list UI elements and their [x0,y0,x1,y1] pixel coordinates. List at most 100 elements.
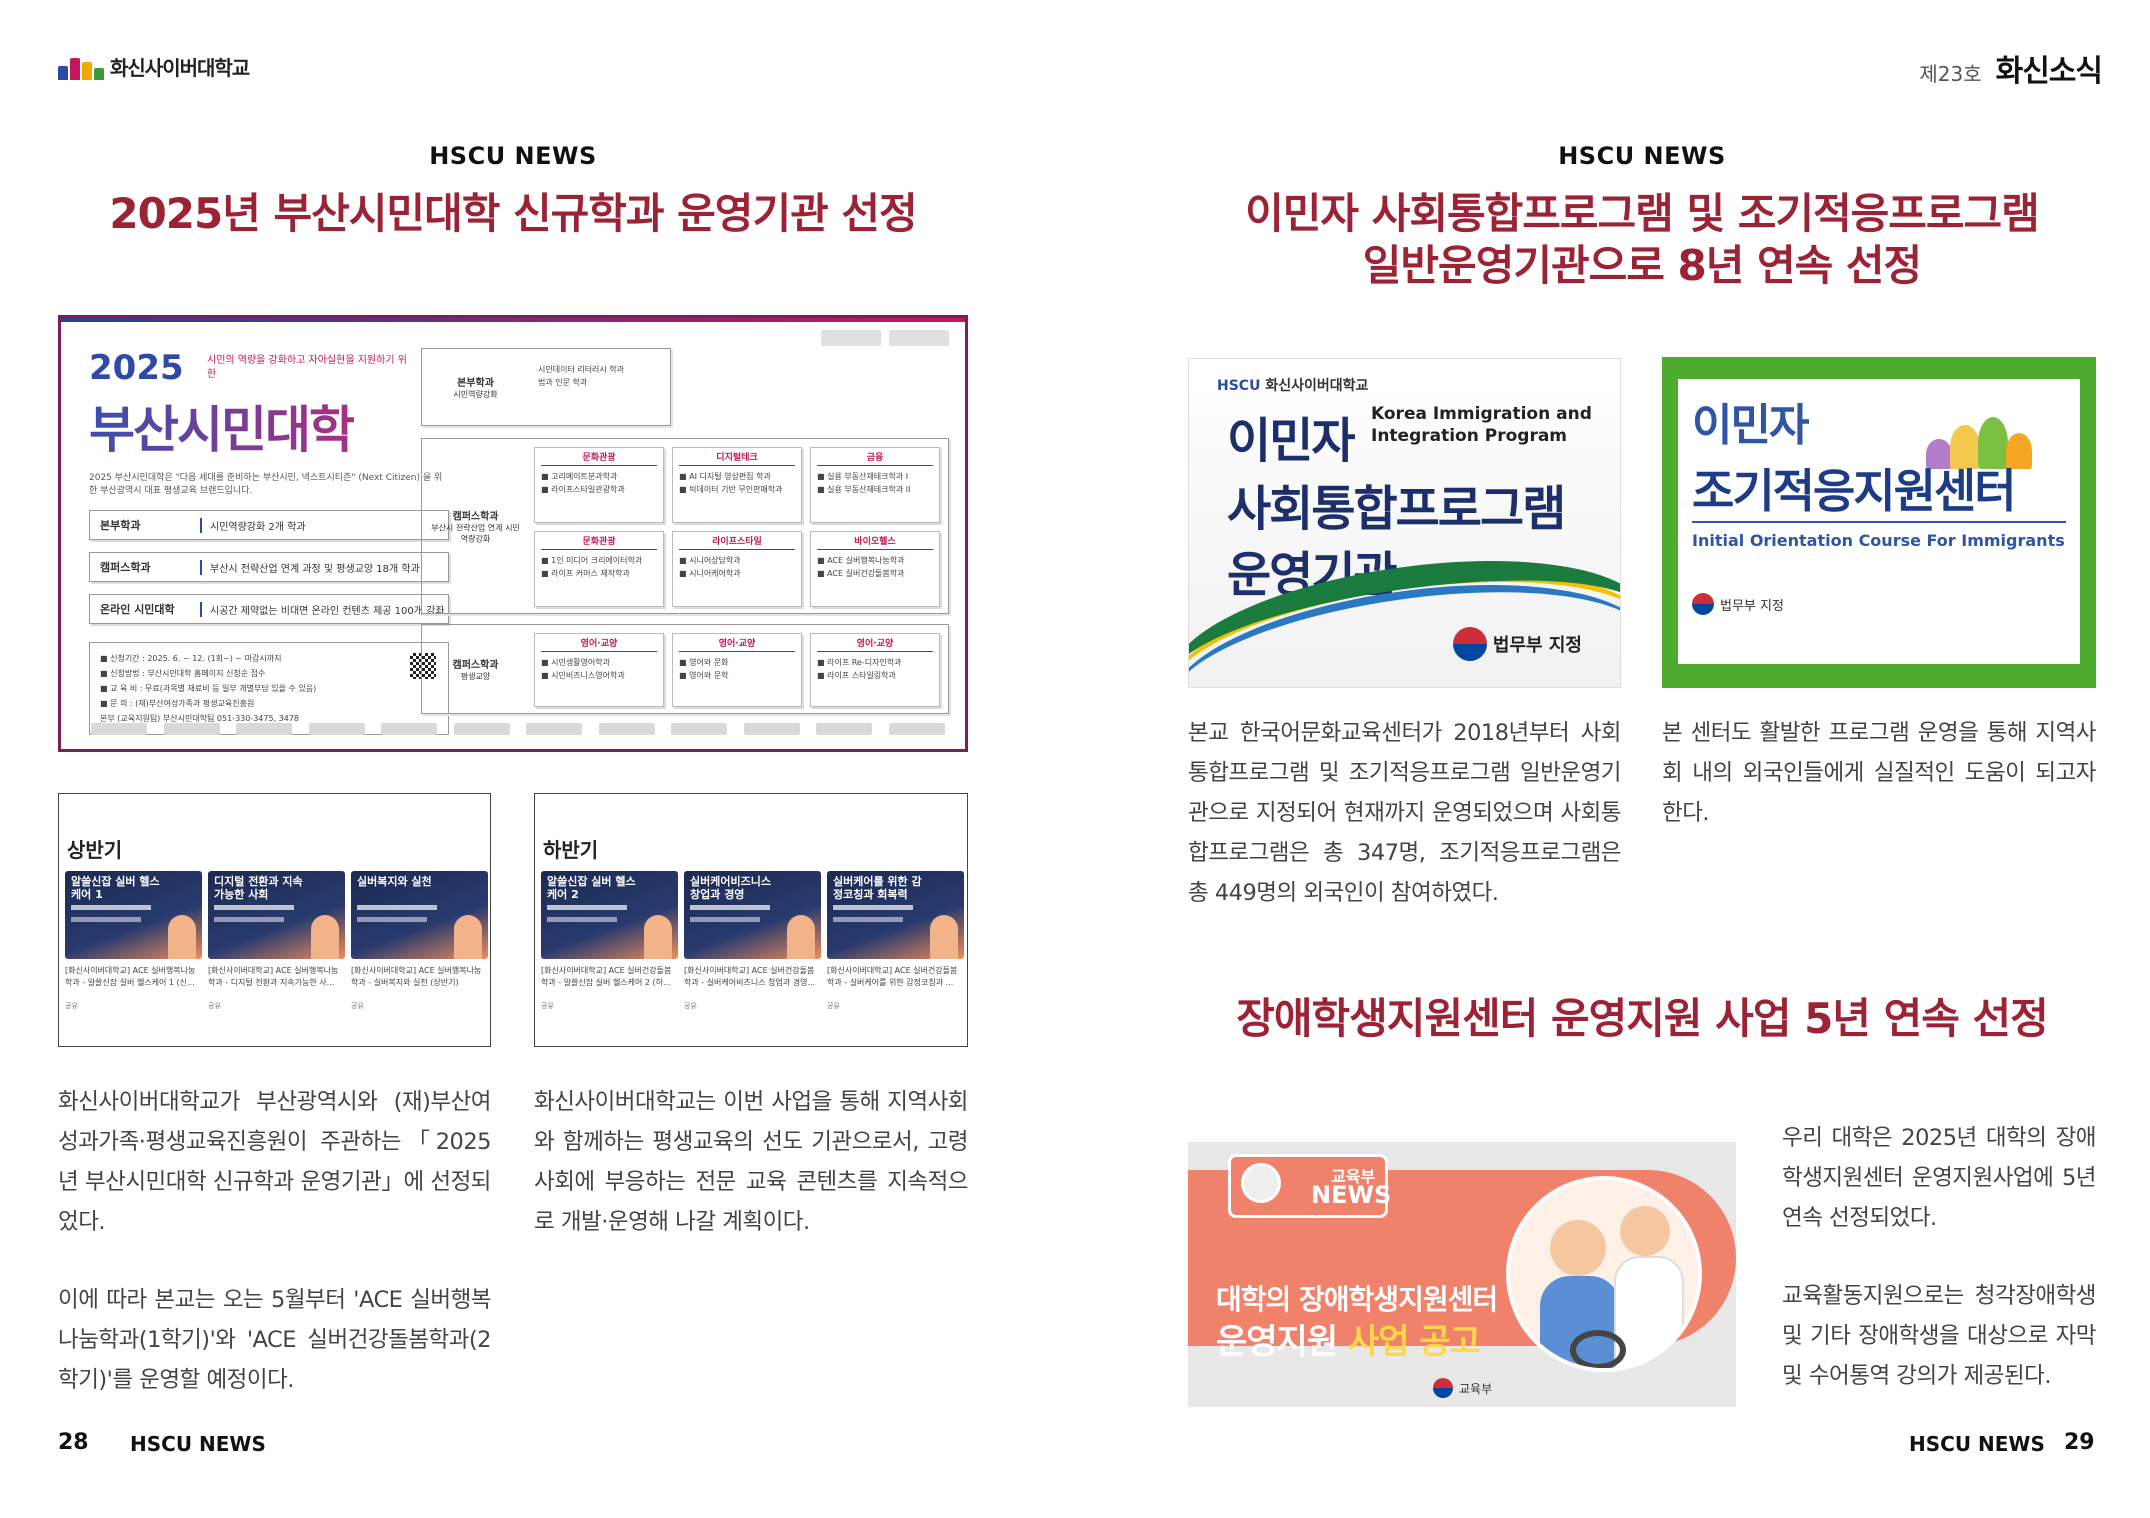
video-card-list: 알쓸신잡 실버 헬스케어 1 [화신사이버대학교] ACE 실버행복나눔학과 -… [65,871,488,1011]
poster-cell: 영어·교양■ 라이프 Re-디자인학과■ 라이프 스타일링학과 [810,633,940,707]
person-icon [168,915,196,959]
video-share-label[interactable]: 공유 [208,1002,221,1010]
sign-ministry-mark: 법무부 지정 [1692,593,1784,615]
badge-news-text: NEWS [1311,1181,1392,1209]
taegeuk-icon [1692,593,1714,615]
video-thumbnail[interactable]: 알쓸신잡 실버 헬스케어 1 [65,871,202,959]
busan-citizen-university-poster: 2025 시민의 역량을 강화하고 자아실현을 지원하기 위한 부산시민대학 2… [58,315,968,752]
poster-info-line: ■ 문 의 : (재)부산여성가족과 평생교육진흥원 [100,699,255,708]
left-paragraph-2: 이에 따라 본교는 오는 5월부터 'ACE 실버행복나눔학과(1학기)'와 '… [58,1287,492,1393]
banner-line-1: 대학의 장애학생지원센터 [1216,1283,1498,1316]
right-headline-3: 장애학생지원센터 운영지원 사업 5년 연속 선정 [1236,994,2049,1043]
person-icon [311,915,339,959]
person-icon [930,915,958,959]
video-share-label[interactable]: 공유 [827,1002,840,1010]
poster-row-label: 캠퍼스학과 [100,561,151,574]
video-share-label[interactable]: 공유 [351,1002,364,1010]
poster-partner-logos [91,723,945,735]
poster-info-box: ■ 신청기간 : 2025. 6. ~ 12. (1회~) ~ 마감시까지 ■ … [89,642,449,735]
poster-cell: 라이프스타일■ 시니어상담학과■ 시니어케어학과 [672,531,802,607]
poster-info-line: ■ 신청방법 : 부산시민대학 홈페이지 신청순 접수 [100,669,266,678]
video-share-label[interactable]: 공유 [541,1002,554,1010]
logo-mark-icon [58,54,104,80]
poster-info-line: ■ 교 육 비 : 무료(과목별 재료비 등 일부 개별부담 있을 수 있음) [100,684,317,693]
left-headline: 2025년 부산시민대학 신규학과 운영기관 선정 [109,189,917,238]
video-card[interactable]: 실버복지와 실천 [화신사이버대학교] ACE 실버행복나눔학과 - 실버복지와… [351,871,488,1011]
video-card[interactable]: 알쓸신잡 실버 헬스케어 2 [화신사이버대학교] ACE 실버건강돌봄학과 -… [541,871,678,1011]
poster-cell: 문화관광■ 1인 미디어 크리에이터학과■ 라이프 커머스 제작학과 [534,531,664,607]
sign-line-2: 사회통합프로그램 [1227,481,1566,537]
issue-title: 화신소식 [1995,54,2103,89]
right-paragraph-3: 우리 대학은 2025년 대학의 장애학생지원센터 운영지원사업에 5년 연속 … [1782,1125,2097,1231]
left-paragraph-3: 화신사이버대학교는 이번 사업을 통해 지역사회와 함께하는 평생교육의 선도 … [534,1089,969,1235]
video-share-label[interactable]: 공유 [65,1002,78,1010]
sign-line-1: 이민자 [1227,413,1355,469]
video-thumbnail[interactable]: 실버케어비즈니스 창업과 경영 [684,871,821,959]
poster-info-line: 본부 (교육지원팀) 부산시민대학팀 051-330-3475, 3478 [100,714,300,723]
poster-year: 2025 [89,348,184,388]
people-icon [1926,409,2036,469]
sign-english: Initial Orientation Course For Immigrant… [1692,531,2065,550]
banner-orange-panel: 교육부 NEWS 대학의 장애학생지원센터 운영지원 사업 공고 [1188,1154,1736,1372]
video-thumbnail[interactable]: 알쓸신잡 실버 헬스케어 2 [541,871,678,959]
qr-code-icon [410,653,436,679]
video-thumbnail-title: 실버복지와 실천 [357,875,432,888]
video-thumbnail[interactable]: 실버케어를 위한 감정코칭과 회복력 [827,871,964,959]
video-card[interactable]: 디지털 전환과 지속가능한 사회 [화신사이버대학교] ACE 실버행복나눔학과… [208,871,345,1011]
page-number-right: 29 [2064,1430,2095,1455]
video-card[interactable]: 실버케어를 위한 감정코칭과 회복력 [화신사이버대학교] ACE 실버건강돌봄… [827,871,964,1011]
school-logo: 화신사이버대학교 [58,52,250,81]
right-kicker: HSCU NEWS [1558,142,1726,170]
poster-info-line: ■ 신청기간 : 2025. 6. ~ 12. (1회~) ~ 마감시까지 [100,654,282,663]
early-adaptation-center-sign-photo: 이민자 조기적응지원센터 Initial Orientation Course … [1662,357,2096,688]
logo-text: 화신사이버대학교 [110,56,250,80]
sign-divider [1692,521,2066,523]
poster-description: 2025 부산시민대학은 "다음 세대를 준비하는 부산시민, 넥스트시티즌" … [89,473,443,496]
video-thumbnail[interactable]: 실버복지와 실천 [351,871,488,959]
right-paragraph-1: 본교 한국어문화교육센터가 2018년부터 사회통합프로그램 및 조기적응프로그… [1188,720,1622,906]
right-paragraph-4: 교육활동지원으로는 청각장애학생 및 기타 장애학생을 대상으로 자막 및 수어… [1782,1283,2097,1389]
banner-footer: 교육부 [1433,1378,1492,1398]
poster-row-label: 본부학과 [100,519,141,532]
person-icon [454,915,482,959]
video-caption[interactable]: [화신사이버대학교] ACE 실버건강돌봄학과 - 실버케어비즈니스 창업과 경… [684,966,816,987]
video-caption[interactable]: [화신사이버대학교] ACE 실버행복나눔학과 - 알쓸신잡 실버 헬스케어 1… [65,966,196,987]
poster-left-panel: 2025 시민의 역량을 강화하고 자아실현을 지원하기 위한 부산시민대학 2… [89,348,449,735]
taegeuk-icon [1433,1378,1453,1398]
person-icon [644,915,672,959]
badge-small-text: 교육부 [1331,1167,1376,1186]
video-caption[interactable]: [화신사이버대학교] ACE 실버건강돌봄학과 - 실버케어를 위한 감정코칭과… [827,966,958,987]
poster-row-text: 시공간 제약없는 비대면 온라인 컨텐츠 제공 100개 강좌 [200,601,445,617]
video-thumbnail-title: 실버케어를 위한 감정코칭과 회복력 [833,875,922,901]
video-share-label[interactable]: 공유 [684,1002,697,1010]
poster-row: 온라인 시민대학 시공간 제약없는 비대면 온라인 컨텐츠 제공 100개 강좌 [89,594,449,624]
video-thumbnail-title: 디지털 전환과 지속가능한 사회 [214,875,303,901]
video-card[interactable]: 실버케어비즈니스 창업과 경영 [화신사이버대학교] ACE 실버건강돌봄학과 … [684,871,821,1011]
video-thumbnail-title: 실버케어비즈니스 창업과 경영 [690,875,771,901]
poster-row: 캠퍼스학과 부산시 전략산업 연계 과정 및 평생교양 18개 학과 [89,552,449,582]
page-number-left: 28 [58,1430,89,1455]
issue-header: 제23호 화신소식 [1919,46,2103,90]
right-headline-2: 일반운영기관으로 8년 연속 선정 [1362,241,1922,290]
issue-number: 제23호 [1919,62,1982,86]
social-integration-program-sign-photo: HSCU 화신사이버대학교 이민자 Korea Immigration and … [1188,358,1621,688]
right-paragraph-2: 본 센터도 활발한 프로그램 운영을 통해 지역사회 내의 외국인들에게 실질적… [1662,720,2097,826]
poster-cell: 문화관광■ 고리메이트분과학과■ 라이프스타일관광학과 [534,447,664,523]
video-caption[interactable]: [화신사이버대학교] ACE 실버행복나눔학과 - 디지털 전환과 지속가능한 … [208,966,339,987]
video-card[interactable]: 알쓸신잡 실버 헬스케어 1 [화신사이버대학교] ACE 실버행복나눔학과 -… [65,871,202,1011]
video-thumbnail[interactable]: 디지털 전환과 지속가능한 사회 [208,871,345,959]
video-caption[interactable]: [화신사이버대학교] ACE 실버행복나눔학과 - 실버복지와 실천 (상반기) [351,966,482,987]
first-half-title: 상반기 [67,838,123,862]
video-caption[interactable]: [화신사이버대학교] ACE 실버건강돌봄학과 - 알쓸신잡 실버 헬스케어 2… [541,966,672,987]
poster-cell: 금융■ 실용 부동산재테크학과 I■ 실용 부동산재테크학과 II [810,447,940,523]
sign-line-1: 이민자 [1692,400,1809,451]
sign-logo: HSCU 화신사이버대학교 [1217,378,1369,394]
second-half-video-box: 하반기 알쓸신잡 실버 헬스케어 2 [화신사이버대학교] ACE 실버건강돌봄… [534,793,968,1047]
video-thumbnail-title: 알쓸신잡 실버 헬스케어 2 [547,875,636,901]
poster-row-label: 온라인 시민대학 [100,603,175,616]
poster-row-text: 부산시 전략산업 연계 과정 및 평생교양 18개 학과 [200,559,420,575]
